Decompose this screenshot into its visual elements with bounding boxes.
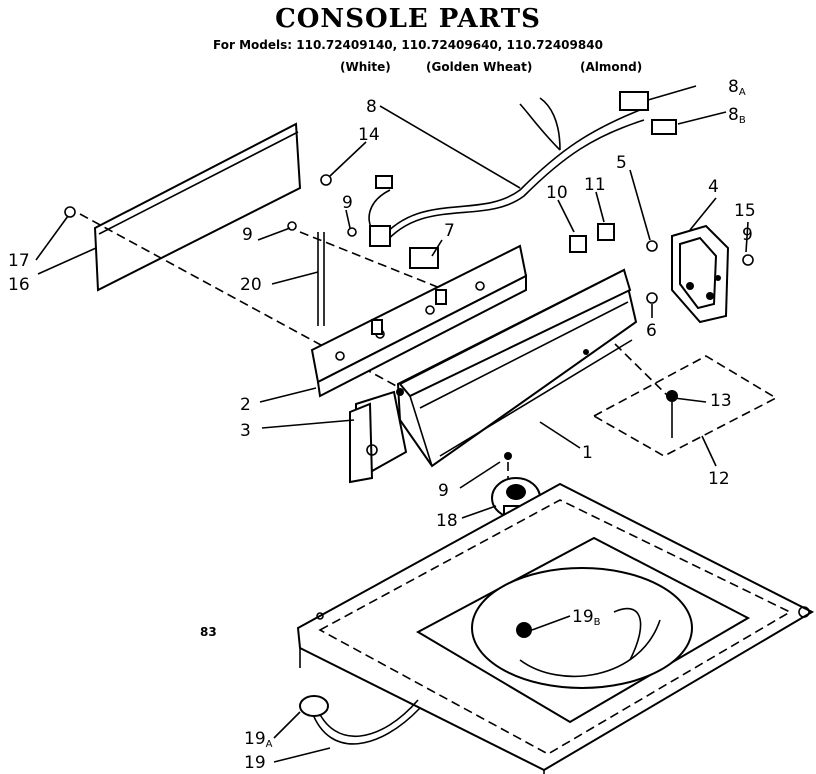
color-golden-wheat: (Golden Wheat) bbox=[426, 60, 533, 74]
callout-15: 15 bbox=[734, 201, 756, 221]
callout-14: 14 bbox=[358, 125, 380, 145]
callout-10: 10 bbox=[546, 183, 568, 203]
callout-9-mid: 9 bbox=[242, 225, 253, 245]
callout-17: 17 bbox=[8, 251, 30, 271]
color-white: (White) bbox=[340, 60, 391, 74]
callout-8b: 8B bbox=[728, 105, 746, 126]
callout-9-right: 9 bbox=[742, 225, 753, 245]
callout-9-lower: 9 bbox=[438, 481, 449, 501]
callout-1: 1 bbox=[582, 443, 593, 463]
callout-labels: 8A 8B 8 14 5 4 15 9 10 11 9 7 17 16 9 20… bbox=[8, 77, 756, 773]
color-almond: (Almond) bbox=[580, 60, 643, 74]
left-end-cap bbox=[349, 390, 408, 484]
callout-12: 12 bbox=[708, 469, 730, 489]
callout-2: 2 bbox=[240, 395, 251, 415]
callout-4: 4 bbox=[708, 177, 719, 197]
leader-lines bbox=[35, 85, 749, 763]
small-parts bbox=[64, 174, 754, 460]
callout-8: 8 bbox=[366, 97, 377, 117]
diagram-title: CONSOLE PARTS bbox=[275, 4, 541, 34]
callout-16: 16 bbox=[8, 275, 30, 295]
hose-assembly bbox=[299, 695, 421, 745]
backsplash-panel bbox=[93, 122, 302, 292]
callout-20: 20 bbox=[240, 275, 262, 295]
callout-8a: 8A bbox=[728, 77, 746, 98]
callout-13: 13 bbox=[710, 391, 732, 411]
callout-19a: 19A bbox=[244, 729, 273, 750]
console-housing bbox=[396, 268, 638, 468]
callout-6: 6 bbox=[646, 321, 657, 341]
callout-11: 11 bbox=[584, 175, 606, 195]
corner-mark: 83 bbox=[200, 625, 217, 639]
callout-18: 18 bbox=[436, 511, 458, 531]
callout-9-upper: 9 bbox=[342, 193, 353, 213]
overlay-panel bbox=[592, 355, 778, 457]
wire-harness bbox=[368, 91, 677, 269]
models-line: For Models: 110.72409140, 110.72409640, … bbox=[213, 38, 603, 52]
callout-7: 7 bbox=[444, 221, 455, 241]
callout-5: 5 bbox=[616, 153, 627, 173]
control-bracket bbox=[310, 244, 528, 398]
washer-top bbox=[296, 482, 815, 774]
callout-19b: 19B bbox=[572, 607, 601, 628]
timer-assembly bbox=[671, 224, 730, 324]
callout-19: 19 bbox=[244, 753, 266, 773]
alignment-lines bbox=[79, 213, 673, 540]
callout-3: 3 bbox=[240, 421, 251, 441]
